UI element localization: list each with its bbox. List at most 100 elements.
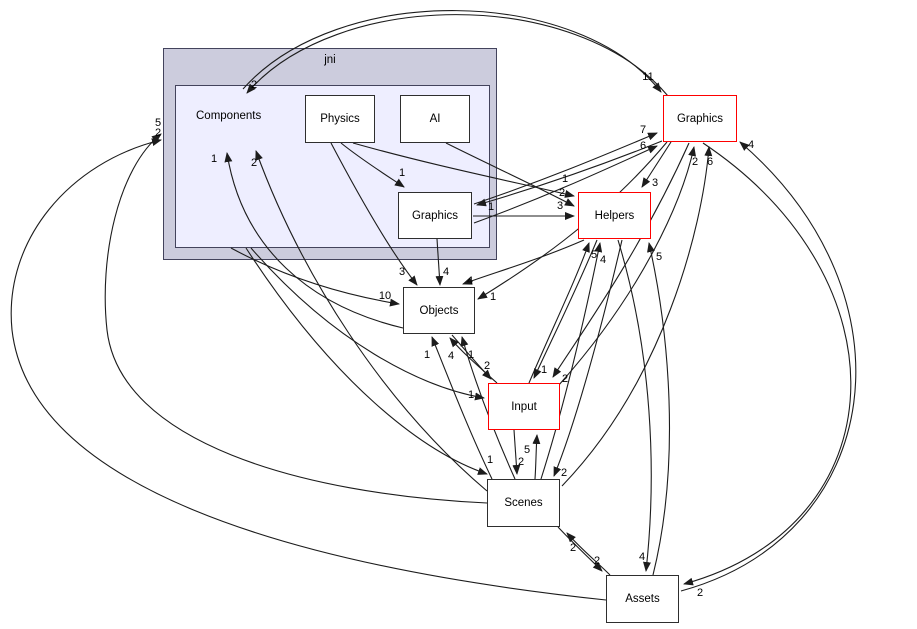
node-label-input: Input <box>511 400 537 413</box>
edge-components-to-graphics <box>242 10 662 93</box>
node-helpers[interactable]: Helpers <box>578 192 651 239</box>
edge-label-components-to-objects: 10 <box>379 290 391 302</box>
node-assets[interactable]: Assets <box>606 575 679 623</box>
cluster-jni-label: jni <box>324 54 336 66</box>
edge-label-scenes-to-assets: 2 <box>594 555 600 567</box>
edge-label-scenes-to-components: 2 <box>251 157 257 169</box>
edge-label-graphics-to-objects: 1 <box>490 291 496 303</box>
edge-helpers-to-objects <box>462 239 585 285</box>
edge-label-graphics_inner-to-helpers: 3 <box>557 200 563 212</box>
node-input[interactable]: Input <box>488 383 560 430</box>
node-label-physics: Physics <box>320 113 360 125</box>
edge-graphics-to-assets <box>683 142 852 586</box>
edge-physics-to-helpers <box>352 142 575 198</box>
edge-ai-to-helpers <box>445 142 575 207</box>
edge-components-to-input <box>250 247 485 401</box>
edge-label-physics-to-objects: 3 <box>399 266 405 278</box>
edge-scenes-to-components <box>104 133 488 504</box>
node-scenes[interactable]: Scenes <box>487 479 560 527</box>
node-label-objects: Objects <box>419 304 459 317</box>
edge-objects-to-components <box>224 152 404 329</box>
node-label-scenes: Scenes <box>504 497 543 509</box>
edge-assets-to-helpers <box>647 242 671 576</box>
edge-input-to-graphics <box>557 146 696 387</box>
edge-label-components-to-graphics: 11 <box>642 71 653 83</box>
node-objects[interactable]: Objects <box>403 287 475 334</box>
edge-input-to-objects <box>449 337 498 384</box>
edge-scenes-to-objects <box>431 336 493 480</box>
edge-physics-to-objects <box>330 142 418 286</box>
edge-graphics_inner-to-graphics <box>473 145 658 224</box>
edge-label-graphics-to-graphics_inner: 1 <box>488 201 494 213</box>
edge-scenes-to-assets <box>557 526 603 572</box>
edge-label-graphics-to-assets: 2 <box>697 587 703 599</box>
edge-label-assets-to-components: 2 <box>155 127 161 139</box>
edge-label-scenes-to-input: 5 <box>524 444 530 456</box>
edge-label-scenes-to-objects: 1 <box>424 349 430 361</box>
edge-graphics-to-input <box>552 142 690 378</box>
edge-label-components-to-scenes: 1 <box>487 454 493 466</box>
node-ai[interactable]: AI <box>400 95 470 143</box>
edge-label-components-to-input: 1 <box>468 389 474 401</box>
node-label-graphics: Graphics <box>676 112 724 125</box>
edge-label-assets-to-helpers: 5 <box>656 251 662 263</box>
edge-label-ai-to-helpers: 2 <box>559 187 565 199</box>
edge-graphics_inner-to-objects <box>435 238 444 286</box>
edge-label-input-to-objects: 4 <box>448 350 454 362</box>
edge-label-assets-to-graphics: 4 <box>748 139 754 151</box>
edge-helpers-to-assets <box>617 239 652 572</box>
edge-label-scenes-to-components: 5 <box>155 117 161 129</box>
node-label-graphics_inner: Graphics <box>411 209 459 222</box>
edge-label-objects-to-components: 1 <box>211 153 217 165</box>
edge-label-graphics-to-input: 2 <box>562 373 568 385</box>
edge-label-physics-to-graphics_inner: 1 <box>399 167 405 179</box>
edge-input-to-helpers <box>528 242 590 384</box>
edge-graphics-to-helpers <box>641 141 672 188</box>
node-physics[interactable]: Physics <box>305 95 375 143</box>
node-graphics_inner[interactable]: Graphics <box>398 192 472 239</box>
edge-scenes-to-helpers <box>540 242 603 480</box>
node-label-assets: Assets <box>625 593 660 605</box>
edge-label-graphics-to-helpers: 3 <box>652 177 658 189</box>
edge-label-physics-to-helpers: 1 <box>562 173 568 185</box>
edge-physics-to-graphics_inner <box>340 142 405 188</box>
edge-graphics_inner-to-graphics <box>473 132 658 205</box>
edge-graphics-to-objects <box>477 141 668 300</box>
edge-label-scenes-to-graphics: 6 <box>707 156 713 168</box>
edge-assets-to-scenes <box>566 532 611 576</box>
edge-scenes-to-objects <box>460 336 516 480</box>
edge-scenes-to-components <box>255 150 488 492</box>
node-graphics[interactable]: Graphics <box>663 95 737 142</box>
edge-input-to-scenes <box>512 429 521 475</box>
node-label-ai: AI <box>429 113 441 125</box>
edge-assets-to-components <box>10 138 607 601</box>
edge-scenes-to-input <box>532 434 541 480</box>
cluster-components-label: Components <box>196 110 262 122</box>
edge-label-helpers-to-objects: 4 <box>467 275 473 287</box>
edge-label-input-to-helpers: 5 <box>591 249 597 261</box>
edge-label-helpers-to-assets: 4 <box>639 551 645 563</box>
edge-label-input-to-graphics: 2 <box>692 156 698 168</box>
edge-label-graphics_inner-to-graphics: 7 <box>640 124 646 136</box>
edge-components-to-scenes <box>245 247 488 475</box>
edge-objects-to-input <box>451 334 492 380</box>
edge-label-helpers-to-scenes: 2 <box>561 467 567 479</box>
edge-components-to-objects <box>230 247 400 307</box>
edge-label-scenes-to-helpers: 4 <box>600 254 606 266</box>
edge-label-assets-to-scenes: 2 <box>570 542 576 554</box>
edge-label-scenes-to-objects: 1 <box>468 349 474 361</box>
edge-label-helpers-to-input: 1 <box>541 364 547 376</box>
edge-label-graphics_inner-to-objects: 4 <box>443 266 449 278</box>
edge-label-input-to-scenes: 2 <box>518 456 524 468</box>
node-label-helpers: Helpers <box>594 209 635 222</box>
edge-assets-to-graphics <box>680 141 857 592</box>
edge-helpers-to-input <box>533 239 598 379</box>
edge-label-objects-to-input: 2 <box>484 360 490 372</box>
edge-label-graphics-to-components: 2 <box>251 79 257 91</box>
edge-label-graphics_inner-to-graphics: 6 <box>640 140 646 152</box>
edge-scenes-to-graphics <box>561 146 713 487</box>
edge-helpers-to-scenes <box>553 239 623 477</box>
edge-graphics-to-components <box>246 14 669 97</box>
